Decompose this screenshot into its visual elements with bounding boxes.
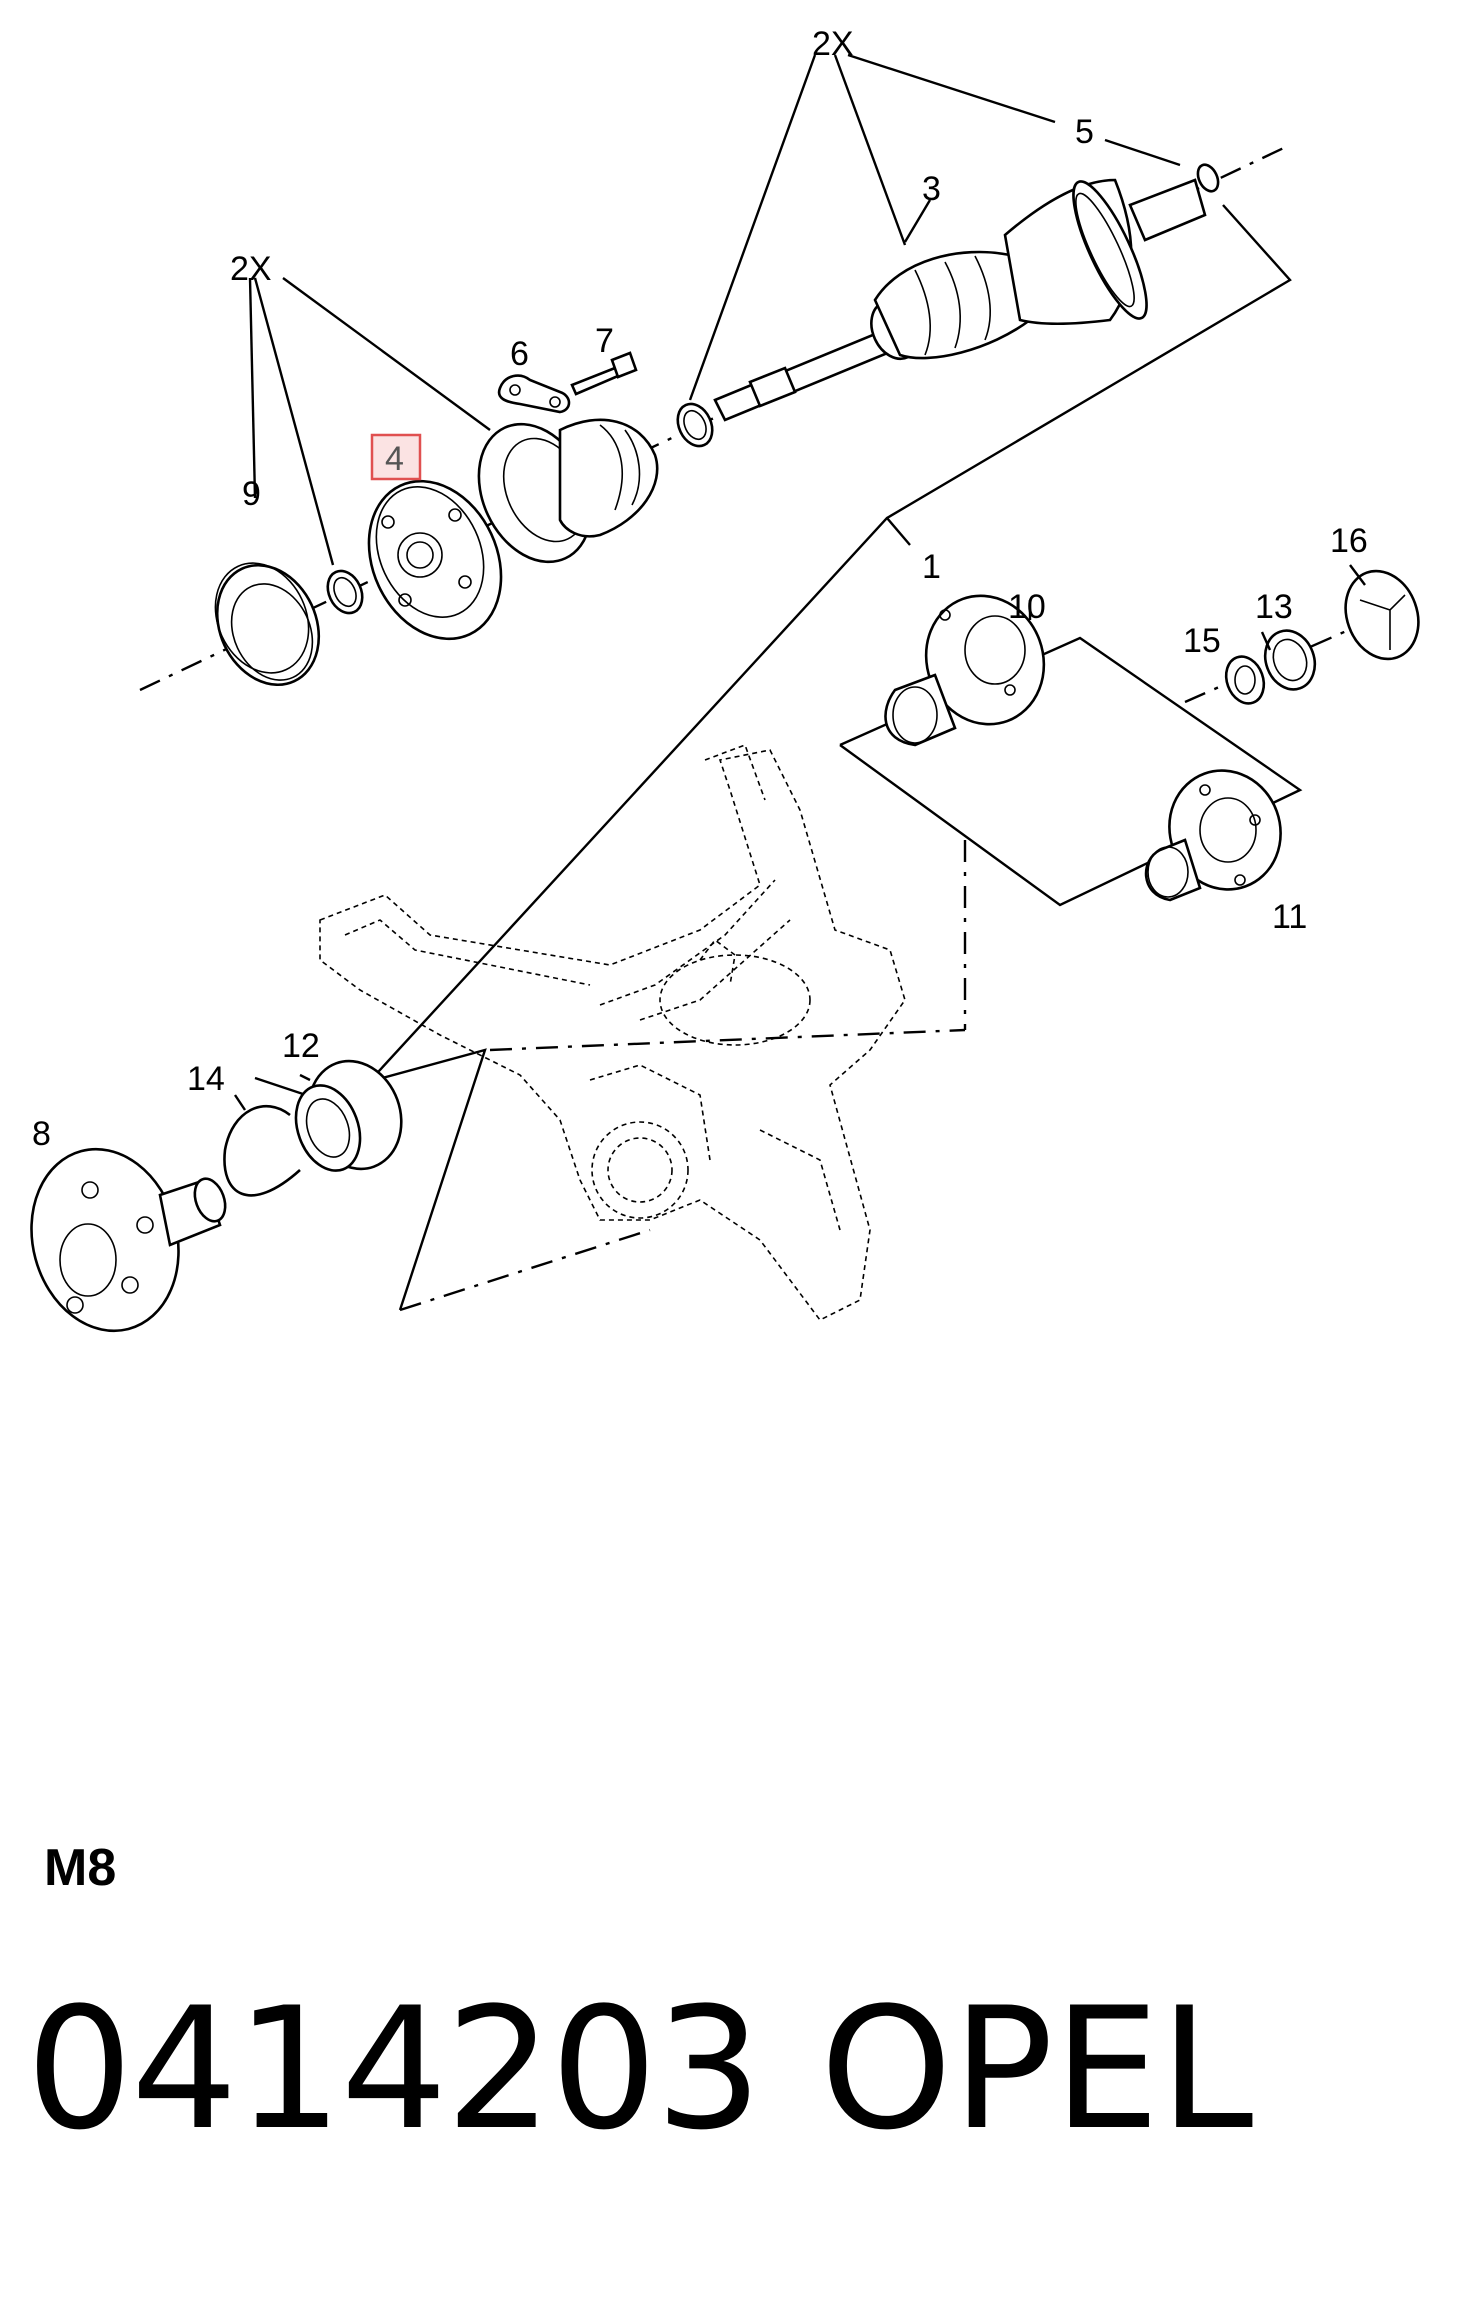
- part-7-bolt: [570, 351, 638, 396]
- leader-2x-top-b: [833, 54, 907, 246]
- leader-1: [886, 517, 911, 546]
- part-8-hub: [30, 1147, 227, 1333]
- part-4-cv-joint: [367, 479, 503, 641]
- rear-axle-subframe: [319, 743, 906, 1322]
- drive-shaft: [713, 330, 892, 422]
- callout-2x-left: 2X: [230, 250, 272, 288]
- hub-axis-upper: [489, 1028, 966, 1052]
- callout-3: 3: [922, 170, 941, 208]
- leader-2x-left-b: [282, 277, 491, 431]
- callout-11: 11: [1272, 898, 1307, 936]
- leader-2x-top-c: [847, 53, 1056, 124]
- part-number: 0414203: [26, 1971, 762, 2167]
- callout-8: 8: [32, 1115, 51, 1153]
- brand-name: OPEL: [820, 1971, 1254, 2167]
- callout-16: 16: [1330, 522, 1368, 560]
- leader-9: [248, 277, 257, 499]
- part-12-bearing: [294, 1059, 403, 1172]
- callout-4-highlight: [370, 433, 422, 481]
- callout-10: 10: [1008, 588, 1046, 626]
- leader-12: [299, 1073, 311, 1082]
- leader-3: [903, 199, 932, 243]
- part-13-ring: [1263, 629, 1317, 691]
- leader-14: [234, 1094, 246, 1111]
- exploded-parts-diagram: 2X 5 3 2X 7 6 4 9 1 16 10 13 15 11 12 14…: [30, 25, 1420, 1333]
- part-16-cap: [1344, 569, 1420, 661]
- callout-12: 12: [282, 1027, 320, 1065]
- leader-2x-left-a: [253, 277, 335, 566]
- callout-1: 1: [922, 548, 941, 586]
- part-3-outer-boot: [870, 250, 1032, 361]
- callout-7: 7: [595, 322, 614, 360]
- leader-16: [1349, 564, 1366, 586]
- part-14-snap-ring: [223, 1104, 301, 1197]
- part-9-cap: [214, 562, 321, 687]
- callout-14: 14: [187, 1060, 225, 1098]
- callout-6: 6: [510, 335, 529, 373]
- part-11-flange: [1144, 769, 1282, 902]
- group-1-bracket: [254, 204, 1292, 1110]
- callout-15: 15: [1183, 622, 1221, 660]
- inner-joint-housing: [477, 418, 659, 564]
- callout-4: 4: [385, 440, 404, 478]
- hub-bracket-left: [374, 1048, 487, 1311]
- circlip-ring: [326, 569, 364, 615]
- hub-axis-lower: [399, 1228, 651, 1312]
- callout-5: 5: [1075, 113, 1094, 151]
- boot-clamp-small: [676, 402, 714, 448]
- callout-13: 13: [1255, 588, 1293, 626]
- catalog-code: M8: [44, 1839, 117, 1897]
- leader-5: [1104, 138, 1181, 167]
- part-6-clip: [497, 374, 571, 414]
- part-5-outer-joint: [1003, 163, 1220, 326]
- callout-9: 9: [242, 475, 261, 513]
- leader-13: [1260, 631, 1272, 651]
- callout-2x-top: 2X: [812, 25, 854, 63]
- part-15-seal: [1224, 655, 1266, 705]
- part-10-flange: [884, 594, 1046, 747]
- diagram-svg: 2X 5 3 2X 7 6 4 9 1 16 10 13 15 11 12 14…: [30, 25, 1420, 1333]
- leader-2x-top-a: [688, 54, 817, 401]
